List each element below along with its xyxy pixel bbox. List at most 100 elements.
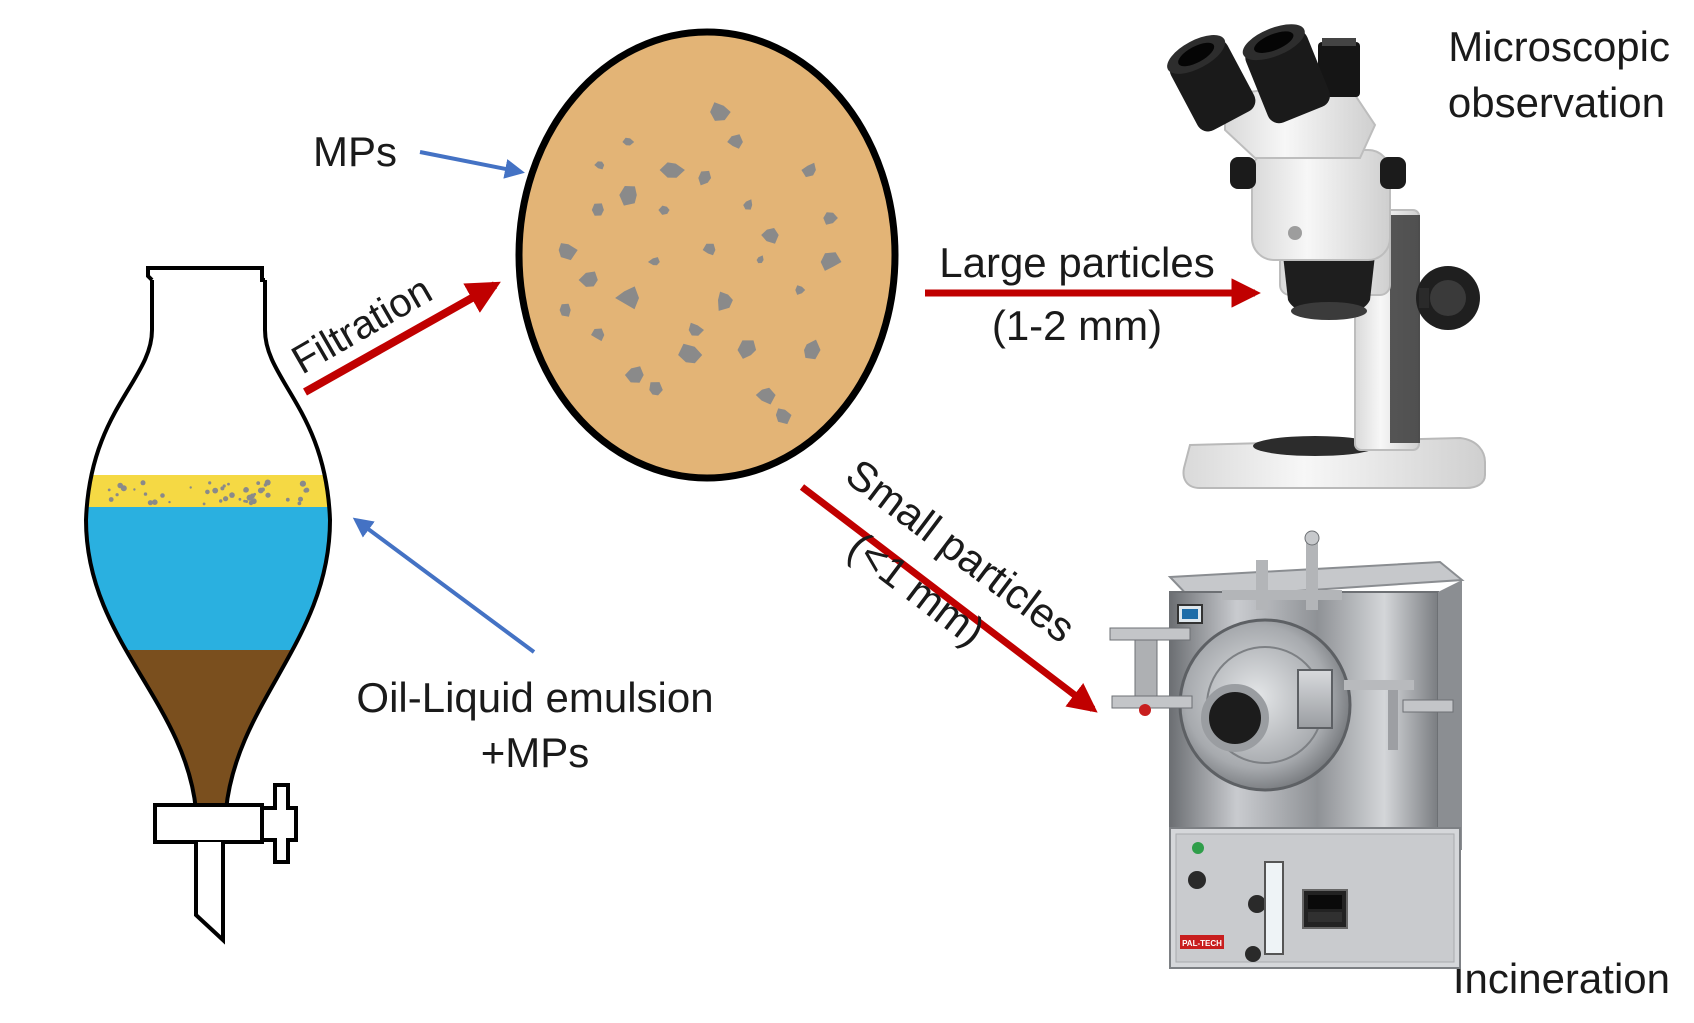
oil-layer-microplastics (107, 479, 310, 506)
microplastic-particle (820, 252, 842, 271)
oil-microplastic-dot (205, 489, 210, 495)
microplastic-particle (755, 387, 776, 405)
oil-microplastic-dot (297, 501, 302, 506)
oil-microplastic-dot (257, 487, 264, 494)
furnace-side-panel (1438, 580, 1462, 850)
large-particles-size: (1-2 mm) (992, 302, 1162, 349)
sediment-layer (86, 650, 330, 810)
filter-paper (515, 28, 899, 482)
oil-microplastic-dot (248, 500, 254, 506)
filtration-arrow (303, 281, 501, 396)
microplastic-particle (594, 161, 605, 170)
microplastic-particle (743, 199, 753, 210)
camera-port (1318, 42, 1360, 97)
oil-microplastic-dot (160, 493, 165, 498)
oil-microplastic-dot (189, 486, 192, 489)
oil-microplastic-dot (256, 481, 261, 485)
microplastic-particle (619, 186, 637, 206)
incineration-furnace-image: PAL-TECH (1109, 530, 1465, 969)
funnel-neck-rim (146, 266, 265, 282)
furnace-gas-fittings (1109, 530, 1342, 716)
emulsion-label-line1: Oil-Liquid emulsion (356, 674, 713, 721)
large-particles-label: Large particles (939, 239, 1214, 286)
oil-microplastic-dot (229, 492, 235, 498)
microplastic-particle (591, 203, 604, 216)
stereo-microscope-image (1167, 24, 1486, 489)
microscope-stage-plate (1253, 436, 1377, 456)
microscope-objective (1283, 255, 1375, 317)
oil-microplastic-dot (212, 487, 219, 494)
oil-microplastic-dot (238, 497, 242, 501)
oil-microplastic-dot (223, 496, 229, 502)
oil-microplastic-dot (299, 480, 306, 487)
microplastic-particle (718, 291, 733, 311)
water-layer (86, 507, 330, 650)
microplastic-particle (727, 134, 743, 149)
oil-microplastic-dot (285, 497, 290, 502)
microplastic-particle (659, 162, 685, 178)
oil-microplastic-dot (264, 479, 271, 486)
microplastic-particle (558, 243, 578, 261)
oil-microplastic-dot (120, 485, 127, 492)
oil-microplastic-dot (168, 500, 171, 504)
oil-microplastic-dot (115, 493, 119, 497)
microplastic-particle (647, 257, 660, 266)
emulsion-label-line2: +MPs (481, 729, 590, 776)
microplastic-particle (737, 340, 757, 359)
microplastic-particle (795, 285, 806, 295)
oil-microplastic-dot (147, 500, 153, 506)
oil-microplastic-dot (298, 496, 303, 502)
oil-microplastic-dot (154, 500, 158, 504)
oil-microplastic-dot (208, 481, 212, 485)
oil-microplastic-dot (220, 486, 225, 491)
microplastic-particle (678, 343, 703, 364)
microplastic-particle (756, 255, 764, 264)
microplastic-particle (761, 228, 779, 244)
microplastic-particle (688, 322, 704, 336)
oil-microplastic-dot (222, 484, 226, 488)
furnace-brand-label: PAL-TECH (1182, 939, 1222, 948)
incineration-label: Incineration (1453, 955, 1670, 1002)
microplastic-particle (658, 205, 670, 215)
oil-microplastic-dot (227, 482, 230, 486)
oil-microplastic-dot (219, 499, 223, 503)
microplastic-particle (823, 212, 838, 225)
oil-microplastic-dot (202, 502, 206, 506)
oil-microplastic-dot (143, 492, 148, 496)
microplastic-particle (615, 286, 639, 310)
oil-microplastic-dot (107, 488, 111, 492)
emulsion-pointer-arrow (352, 517, 536, 654)
oil-microplastic-dot (133, 488, 136, 491)
small-particles-arrow (799, 484, 1098, 713)
flowmeter-icon (1264, 861, 1284, 955)
microscopic-label-line2: observation (1448, 79, 1665, 126)
microplastic-particle (775, 408, 792, 425)
oil-microplastic-dot (243, 487, 249, 493)
microplastic-particle (622, 137, 635, 146)
microplastic-particle (702, 243, 716, 256)
microplastic-particle (710, 102, 731, 121)
oil-layer (86, 475, 330, 507)
microplastic-particle (559, 303, 571, 317)
oil-microplastic-dot (245, 500, 249, 503)
mps-pointer-arrow (419, 150, 525, 179)
oil-microplastic-dot (303, 488, 308, 493)
microplastic-particles (558, 102, 842, 425)
microplastic-particle (649, 382, 663, 396)
microplastic-particle (591, 328, 605, 342)
oil-microplastic-dot (265, 492, 271, 498)
oil-microplastic-dot (140, 480, 146, 486)
microplastic-particle (804, 339, 821, 360)
funnel-outline (83, 280, 333, 811)
microscopic-label-line1: Microscopic (1448, 23, 1670, 70)
stopcock (153, 783, 298, 864)
eyepiece-left-icon (1167, 34, 1256, 132)
microplastic-particle (578, 271, 598, 287)
microplastic-particle (624, 366, 644, 383)
microplastic-particle (698, 170, 712, 186)
microplastic-particle (801, 162, 816, 178)
eyepiece-right-icon (1242, 24, 1330, 124)
oil-microplastic-dot (253, 492, 257, 496)
microscope-zoom-body (1251, 149, 1391, 261)
